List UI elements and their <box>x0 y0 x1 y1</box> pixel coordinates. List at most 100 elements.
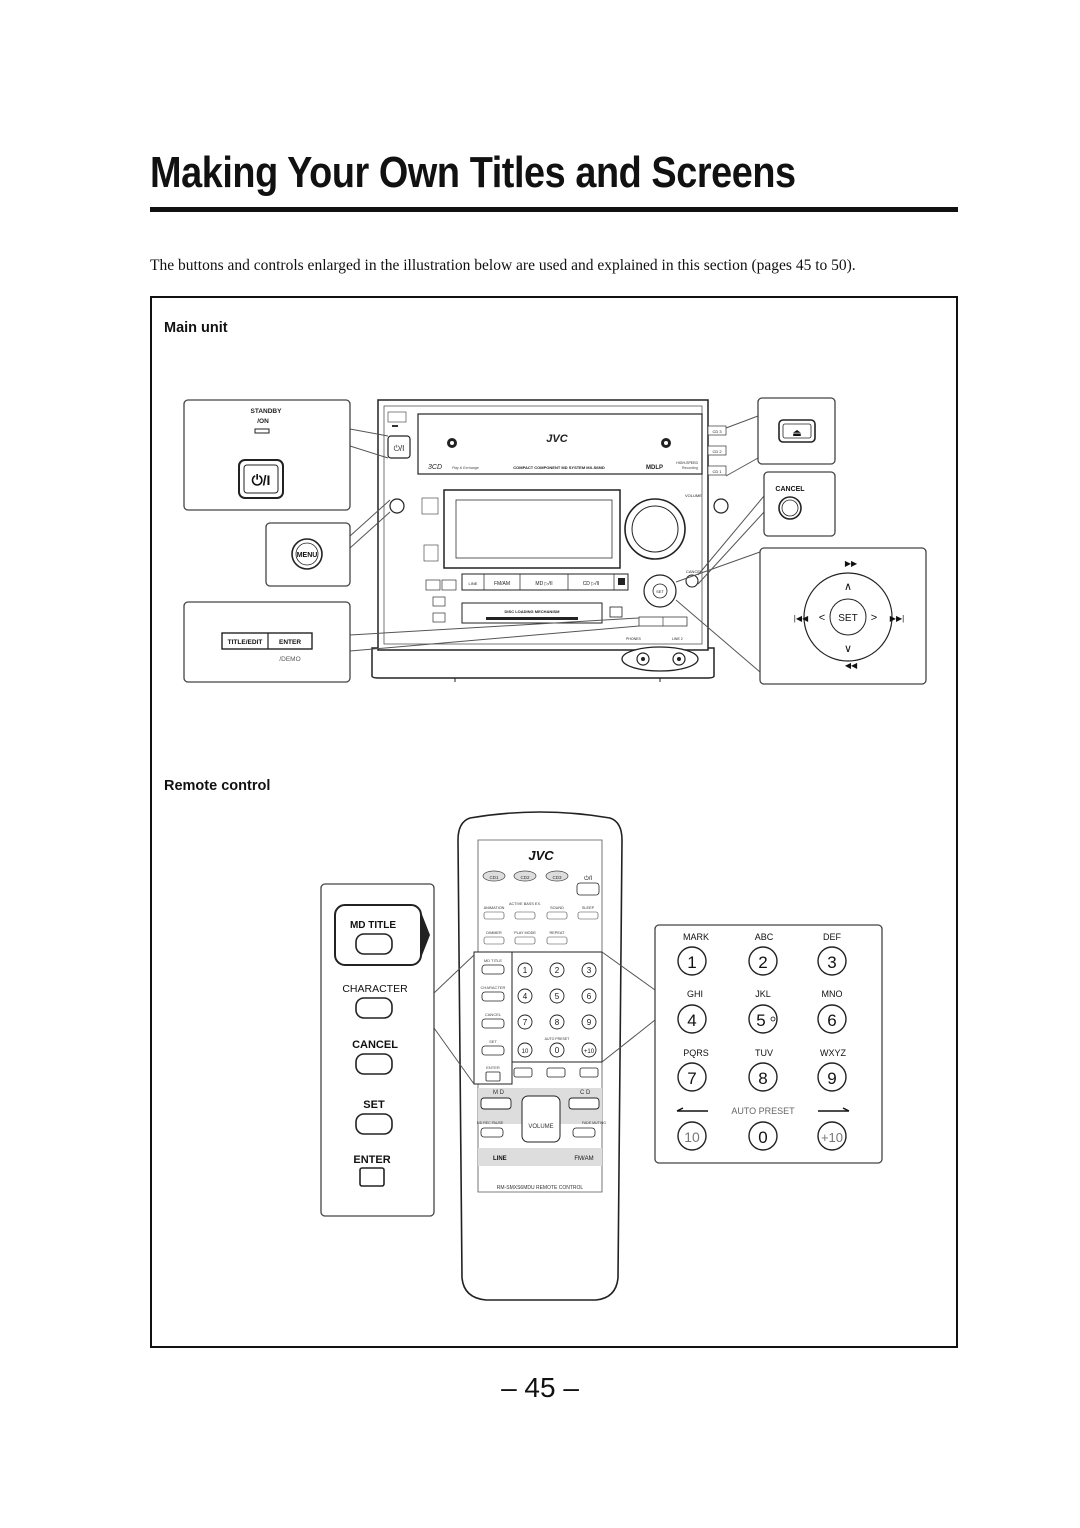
svg-text:MD TITLE: MD TITLE <box>484 958 502 963</box>
svg-text:CANCEL: CANCEL <box>485 1012 502 1017</box>
svg-text:MD REC PAUSE: MD REC PAUSE <box>477 1121 504 1125</box>
svg-text:10: 10 <box>522 1049 529 1055</box>
svg-text:SET: SET <box>489 1039 497 1044</box>
svg-text:STANDBY: STANDBY <box>251 408 283 415</box>
svg-text:ENTER: ENTER <box>279 639 301 646</box>
callout-menu: MENU <box>265 522 351 587</box>
svg-text:CHARACTER: CHARACTER <box>342 983 408 995</box>
svg-text:PLAY MODE: PLAY MODE <box>514 931 536 935</box>
svg-text:3CD: 3CD <box>428 464 442 471</box>
svg-text:MD ▷/II: MD ▷/II <box>535 581 552 587</box>
svg-text:TUV: TUV <box>755 1048 773 1058</box>
svg-text:REPEAT: REPEAT <box>550 931 566 935</box>
svg-text:▶▶|: ▶▶| <box>890 614 904 623</box>
svg-text:CD 2: CD 2 <box>712 449 722 454</box>
intro-paragraph: The buttons and controls enlarged in the… <box>150 257 856 274</box>
svg-text:ACTIVE BASS EX.: ACTIVE BASS EX. <box>509 902 541 906</box>
callout-set-nav: SET ∧ ∨ < > ▶▶ ◀◀ |◀◀ ▶▶| <box>759 547 927 685</box>
svg-text:2: 2 <box>758 953 767 972</box>
svg-text:∨: ∨ <box>844 643 852 655</box>
svg-text:M D: M D <box>493 1090 505 1096</box>
svg-text:8: 8 <box>758 1069 767 1088</box>
svg-text:7: 7 <box>523 1018 528 1027</box>
svg-text:VOLUME: VOLUME <box>528 1124 553 1130</box>
svg-text:CANCEL: CANCEL <box>686 569 703 574</box>
callout-eject: ⏏ <box>757 397 836 465</box>
callout-keypad: MARK ABC DEF 1 2 3 GHI JKL MNO 4 5 6 PQR… <box>654 924 883 1164</box>
callout-remote-left: MD TITLE CHARACTER CANCEL SET ENTER <box>320 883 435 1217</box>
svg-text:FM/AM: FM/AM <box>494 581 510 587</box>
svg-text:MDLP: MDLP <box>646 465 663 471</box>
svg-text:DISC LOADING MECHANISM: DISC LOADING MECHANISM <box>505 609 561 614</box>
svg-text:VOLUME: VOLUME <box>685 493 702 498</box>
svg-text:9: 9 <box>587 1018 592 1027</box>
svg-text:<: < <box>819 612 825 624</box>
eject-icon: ⏏ <box>792 428 801 439</box>
svg-text:8: 8 <box>555 1018 560 1027</box>
svg-text:CD2: CD2 <box>520 875 529 880</box>
svg-text:CHARACTER: CHARACTER <box>481 985 506 990</box>
svg-text:WXYZ: WXYZ <box>820 1048 847 1058</box>
svg-text:HIGH-SPEED: HIGH-SPEED <box>676 461 698 465</box>
standby-button-glyph: ⏻/I <box>252 472 271 488</box>
svg-text:LINE 2: LINE 2 <box>672 637 683 641</box>
callout-cancel: CANCEL <box>763 471 836 537</box>
svg-text:/DEMO: /DEMO <box>279 656 300 663</box>
svg-text:SET: SET <box>656 589 664 594</box>
svg-text:CD1: CD1 <box>489 875 498 880</box>
svg-text:∧: ∧ <box>844 581 852 593</box>
svg-text:6: 6 <box>587 992 592 1001</box>
illustration-frame <box>150 296 958 1348</box>
remote-model: RM-SMXS6MDU REMOTE CONTROL <box>497 1185 584 1191</box>
svg-text:3: 3 <box>587 966 592 975</box>
title-rule <box>150 207 958 212</box>
device-standby-glyph: ⏻/I <box>394 444 405 453</box>
svg-text:CD 1: CD 1 <box>712 469 722 474</box>
svg-text:◀◀: ◀◀ <box>845 661 858 670</box>
svg-text:+10: +10 <box>584 1049 595 1055</box>
svg-text:MD TITLE: MD TITLE <box>350 920 396 931</box>
svg-text:ENTER: ENTER <box>353 1154 390 1166</box>
svg-text:ENTER: ENTER <box>486 1065 500 1070</box>
remote-brand: JVC <box>528 848 554 863</box>
svg-text:FADE MUTING: FADE MUTING <box>582 1121 606 1125</box>
callout-title-edit: TITLE/EDIT ENTER /DEMO <box>183 601 351 683</box>
svg-text:DIMMER: DIMMER <box>486 931 502 935</box>
svg-text:FM/AM: FM/AM <box>574 1156 593 1162</box>
svg-text:JKL: JKL <box>755 989 771 999</box>
svg-text:CD 3: CD 3 <box>712 429 722 434</box>
svg-text:>: > <box>871 612 877 624</box>
svg-text:GHI: GHI <box>687 989 703 999</box>
remote-numpad: 1 2 3 4 5 6 7 8 9 10 0 +10 AUTO PRESET <box>517 962 597 1058</box>
remote-control-label: Remote control <box>164 778 271 794</box>
main-unit-device: ⏻/I JVC 3CD Play & Exchange COMPACT COMP… <box>371 399 729 682</box>
svg-text:CD3: CD3 <box>552 875 561 880</box>
svg-text:SLEEP: SLEEP <box>582 906 595 910</box>
svg-text:10: 10 <box>684 1129 700 1145</box>
svg-text:PHONES: PHONES <box>626 637 641 641</box>
svg-text:/ON: /ON <box>257 418 269 425</box>
svg-text:5: 5 <box>756 1011 765 1030</box>
device-brand: JVC <box>546 433 568 445</box>
svg-text:PQRS: PQRS <box>683 1048 709 1058</box>
svg-text:5: 5 <box>555 992 560 1001</box>
svg-text:6: 6 <box>827 1011 836 1030</box>
svg-text:DEF: DEF <box>823 932 842 942</box>
svg-text:⏻/I: ⏻/I <box>584 875 592 882</box>
svg-text:AUTO PRESET: AUTO PRESET <box>731 1106 795 1116</box>
svg-text:TITLE/EDIT: TITLE/EDIT <box>228 639 263 646</box>
svg-text:ANIMATION: ANIMATION <box>484 906 505 910</box>
svg-text:SET: SET <box>838 613 857 624</box>
svg-text:CANCEL: CANCEL <box>352 1039 398 1051</box>
main-unit-label: Main unit <box>164 320 228 336</box>
svg-text:Play & Exchange: Play & Exchange <box>452 466 479 470</box>
svg-text:MARK: MARK <box>683 932 709 942</box>
svg-text:C D: C D <box>580 1090 591 1096</box>
svg-text:4: 4 <box>687 1011 696 1030</box>
remote-control-body: JVC CD1 CD2 CD3 ⏻/I ANIMATION ACTIVE BAS… <box>457 811 623 1301</box>
svg-text:LINE: LINE <box>469 581 478 586</box>
svg-text:0: 0 <box>758 1128 767 1147</box>
svg-text:SOUND: SOUND <box>550 906 564 910</box>
main-unit-leader-lines <box>349 415 765 673</box>
